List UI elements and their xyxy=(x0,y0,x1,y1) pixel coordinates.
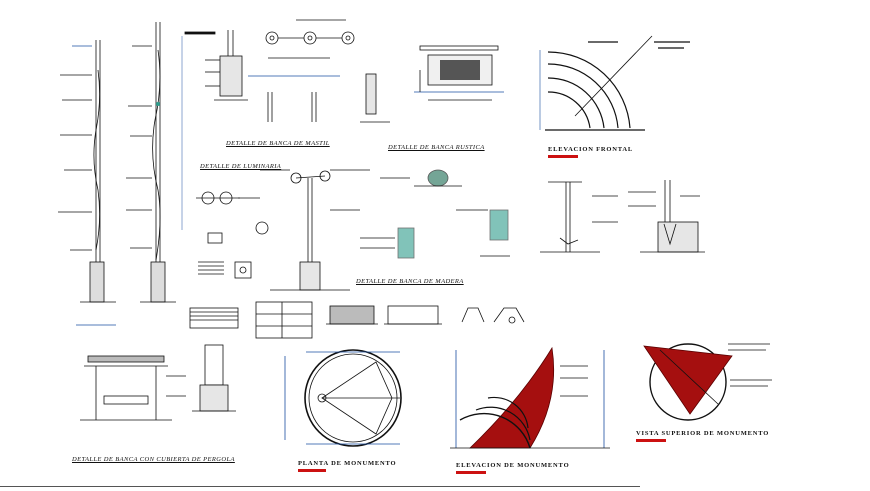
banca-madera-detail xyxy=(189,301,525,339)
caption-planta: PLANTA DE MONUMENTO xyxy=(298,460,397,467)
sheet-bottom-border xyxy=(0,486,640,487)
caption-elevacion-monumento: ELEVACION DE MONUMENTO xyxy=(456,462,570,469)
caption-luminaria: DETALLE DE LUMINARIA xyxy=(200,163,282,170)
caption-mastil: DETALLE DE BANCA DE MASTIL xyxy=(226,140,330,147)
banca-rustica-detail xyxy=(414,45,504,101)
caption-banca-rustica: DETALLE DE BANCA RUSTICA xyxy=(388,144,485,151)
caption-pergola: DETALLE DE BANCA CON CUBIERTA DE PERGOLA xyxy=(72,456,235,463)
caption-elevacion: ELEVACION FRONTAL xyxy=(548,146,634,153)
planta-monumento xyxy=(284,349,402,447)
mastil-detail xyxy=(184,19,390,123)
pergola-detail xyxy=(80,344,236,421)
flagpole-right xyxy=(126,22,183,303)
caption-banca-madera: DETALLE DE BANCA DE MADERA xyxy=(356,278,464,285)
caption-elevacion-monumento-underline xyxy=(456,471,486,474)
flagpole-left xyxy=(58,40,116,326)
caption-vista-underline xyxy=(636,439,666,442)
caption-planta-underline xyxy=(298,469,326,472)
elevacion-monumento xyxy=(450,346,610,449)
shelter-detail xyxy=(540,181,618,253)
foundation-detail xyxy=(628,180,705,253)
caption-elevacion-underline xyxy=(548,155,578,158)
bench-section-detail xyxy=(360,169,510,259)
elevacion-frontal-detail xyxy=(539,35,690,131)
luminaria-detail xyxy=(196,169,370,291)
vista-superior-monumento xyxy=(643,343,772,421)
caption-vista: VISTA SUPERIOR DE MONUMENTO xyxy=(636,430,770,437)
